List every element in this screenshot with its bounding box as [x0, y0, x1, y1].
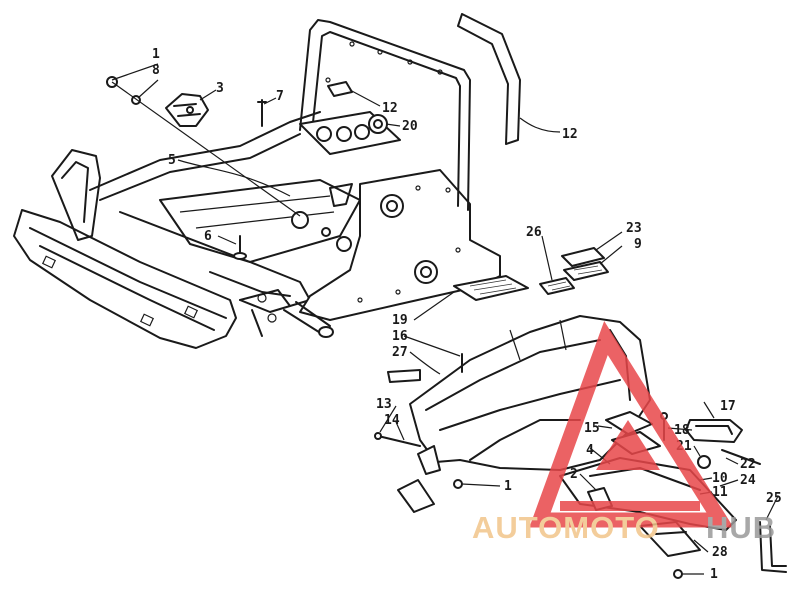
handle-part-17 [685, 419, 743, 443]
callout-7: 7 [276, 89, 284, 104]
spacer-part-21 [697, 455, 711, 469]
callout-27: 27 [392, 345, 408, 360]
callout-24: 24 [740, 473, 756, 488]
callout-28: 28 [712, 545, 728, 560]
callout-17: 17 [720, 399, 736, 414]
callout-9: 9 [634, 237, 642, 252]
watermark-logo [529, 320, 734, 528]
callout-16: 16 [392, 329, 408, 344]
bracket-part-3 [165, 93, 209, 127]
callout-labels: 1 8 3 7 12 20 12 5 6 26 23 9 19 16 27 13… [152, 47, 782, 582]
callout-1: 1 [152, 47, 160, 62]
grab-bar-part-12 [457, 13, 521, 145]
callout-5: 5 [168, 153, 176, 168]
nut-part-1-mid [453, 479, 463, 489]
callout-19: 19 [392, 313, 408, 328]
callout-15: 15 [584, 421, 600, 436]
callout-26: 26 [526, 225, 542, 240]
callout-13: 13 [376, 397, 392, 412]
callout-4: 4 [586, 443, 594, 458]
watermark: AUTOMOTO HUB [472, 320, 776, 545]
watermark-word-automoto: AUTOMOTO [472, 510, 660, 545]
callout-1-lower: 1 [710, 567, 718, 582]
callout-2: 2 [570, 467, 578, 482]
hitch-rod-part-25 [759, 521, 787, 573]
callout-6: 6 [204, 229, 212, 244]
watermark-word-hub: HUB [706, 510, 776, 545]
callout-14: 14 [384, 413, 400, 428]
callout-23: 23 [626, 221, 642, 236]
callout-8: 8 [152, 63, 160, 78]
callout-18: 18 [674, 423, 690, 438]
pin-part-22 [721, 449, 761, 465]
bolt-part-6 [233, 235, 247, 260]
callout-10: 10 [712, 471, 728, 486]
hardware-parts [106, 76, 301, 260]
decal-part-19 [453, 275, 529, 301]
callout-25: 25 [766, 491, 782, 506]
chassis-frame [13, 19, 501, 349]
callout-12-a: 12 [382, 101, 398, 116]
nut-part-1-lower [673, 569, 683, 579]
callout-20: 20 [402, 119, 418, 134]
bracket-part-27 [387, 369, 421, 383]
decals [453, 247, 609, 301]
callout-11: 11 [712, 485, 728, 500]
decal-part-23 [561, 247, 605, 267]
callout-22: 22 [740, 457, 756, 472]
bolt-part-13 [377, 435, 421, 447]
callout-1-mid: 1 [504, 479, 512, 494]
callout-3: 3 [216, 81, 224, 96]
callout-12-b: 12 [562, 127, 578, 142]
